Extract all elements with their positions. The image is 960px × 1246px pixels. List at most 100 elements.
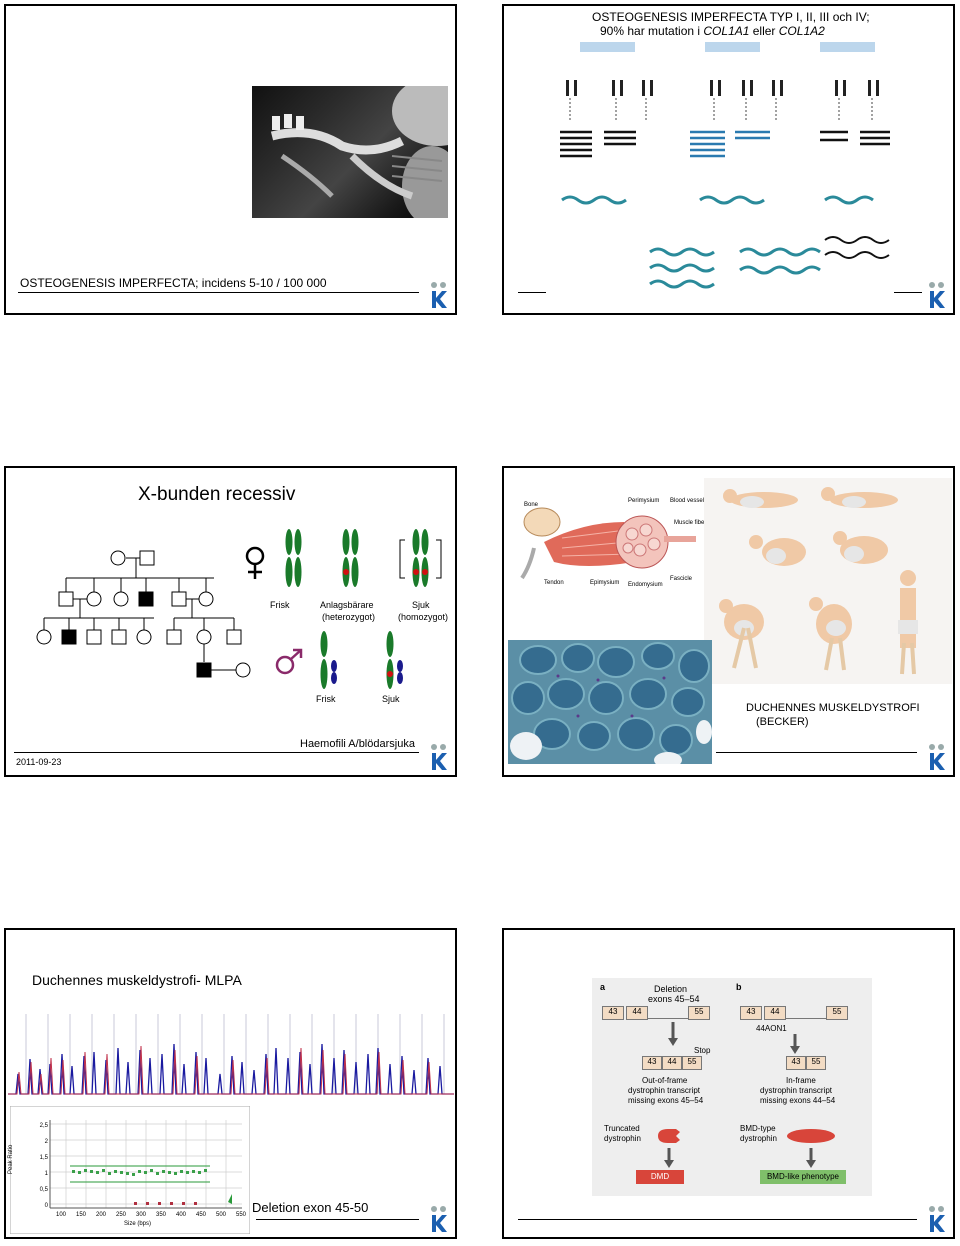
k-logo-icon — [431, 744, 447, 770]
exon-row-mid-a: 43 44 55 — [642, 1056, 702, 1070]
slide-2: OSTEOGENESIS IMPERFECTA TYP I, II, III o… — [502, 4, 955, 315]
label-epimysium: Epimysium — [590, 580, 620, 586]
footer-rule — [518, 1219, 917, 1220]
arrow-down-icon — [806, 1148, 816, 1168]
title-mid: eller — [749, 24, 779, 38]
k-logo-icon — [929, 744, 945, 770]
footer-rule-right — [894, 292, 922, 293]
mlpa-electropherogram — [8, 1014, 454, 1095]
footer-rule — [256, 1219, 419, 1220]
aon-label: 44AON1 — [756, 1024, 787, 1033]
transcript-desc-a-1: Out-of-frame — [642, 1076, 688, 1085]
k-logo-icon — [929, 1206, 945, 1232]
slide-1: OSTEOGENESIS IMPERFECTA; incidens 5-10 /… — [4, 4, 457, 315]
deletion-label-line1: Deletion — [654, 984, 688, 994]
exon-box: 55 — [826, 1006, 848, 1020]
transcript-desc-b-3: missing exons 44–54 — [760, 1096, 836, 1105]
exon-box: 55 — [682, 1056, 702, 1070]
protein-a-line1: Truncated — [604, 1124, 640, 1133]
exon-box: 55 — [806, 1056, 826, 1070]
arrow-down-icon — [664, 1148, 674, 1168]
k-logo-icon — [929, 282, 945, 308]
arrow-down-icon — [668, 1022, 678, 1046]
panel-b-letter: b — [736, 982, 742, 992]
x-tick: 350 — [156, 1212, 167, 1218]
exon-box: 44 — [764, 1006, 786, 1020]
exon-box: 43 — [740, 1006, 762, 1020]
exon-box: 43 — [786, 1056, 806, 1070]
exon-row-top-a: 43 44 55 — [602, 1006, 710, 1020]
slide-caption: Deletion exon 45-50 — [252, 1200, 369, 1215]
exon-box: 55 — [688, 1006, 710, 1020]
transcript-desc-b-2: dystrophin transcript — [760, 1086, 833, 1095]
exon-box: 43 — [602, 1006, 624, 1020]
truncated-protein-icon — [658, 1129, 680, 1143]
slide-title-line2: 90% har mutation i COL1A1 eller COL1A2 — [600, 24, 825, 38]
male-symbol-icon — [275, 648, 303, 675]
footer-rule — [14, 752, 419, 753]
label-male-healthy: Frisk — [316, 694, 336, 704]
exon-box: 43 — [642, 1056, 662, 1070]
x-tick: 550 — [236, 1212, 247, 1218]
exon-box: 44 — [662, 1056, 682, 1070]
collagen-mutation-diagram — [560, 42, 890, 289]
exon-box: 44 — [626, 1006, 648, 1020]
x-tick: 100 — [56, 1212, 67, 1218]
label-carrier-line1: Anlagsbärare — [320, 600, 374, 610]
x-axis-label: Size (bps) — [124, 1221, 152, 1227]
label-tendon: Tendon — [544, 580, 564, 586]
x-tick: 450 — [196, 1212, 207, 1218]
label-sick-line2: (homozygot) — [398, 612, 449, 622]
protein-b-line2: dystrophin — [740, 1134, 777, 1143]
xray-image — [252, 86, 448, 218]
slide-title: Duchennes muskeldystrofi- MLPA — [32, 972, 242, 988]
y-tick: 1 — [44, 1171, 48, 1177]
footer-rule — [518, 292, 546, 293]
label-female-healthy: Frisk — [270, 600, 290, 610]
slide-footer-title: OSTEOGENESIS IMPERFECTA; incidens 5-10 /… — [20, 276, 327, 290]
x-tick: 400 — [176, 1212, 187, 1218]
k-logo-icon — [431, 1206, 447, 1232]
label-fascicle: Fascicle — [670, 576, 693, 582]
intron-break — [648, 1006, 688, 1019]
deletion-label-line2: exons 45–54 — [648, 994, 700, 1004]
transcript-desc-a-3: missing exons 45–54 — [628, 1096, 704, 1105]
transcript-desc-a-2: dystrophin transcript — [628, 1086, 701, 1095]
label-endomysium: Endomysium — [628, 582, 663, 588]
pedigree-chart — [36, 550, 251, 678]
label-muscle-fiber: Muscle fiber — [674, 520, 707, 526]
y-tick: 2 — [44, 1139, 48, 1145]
peak-ratio-chart — [10, 1106, 250, 1234]
slide-date: 2011-09-23 — [16, 757, 62, 767]
title-prefix: 90% har mutation i — [600, 24, 704, 38]
arrow-down-icon — [790, 1034, 800, 1054]
y-tick-labels: 2,5 2 1,5 1 0,5 0 — [32, 1118, 48, 1214]
gowers-sign-illustration — [704, 478, 952, 684]
gene-col1a1: COL1A1 — [703, 24, 750, 38]
protein-b-line1: BMD-type — [740, 1124, 776, 1133]
footer-rule — [716, 752, 917, 753]
slide-3: X-bunden recessiv — [4, 466, 457, 777]
x-tick: 150 — [76, 1212, 87, 1218]
k-logo-icon — [431, 282, 447, 308]
slide-4: Bone Perimysium Blood vessel Muscle fibe… — [502, 466, 955, 777]
label-male-sick: Sjuk — [382, 694, 400, 704]
y-tick: 0 — [44, 1203, 48, 1209]
x-tick: 200 — [96, 1212, 107, 1218]
x-tick: 500 — [216, 1212, 227, 1218]
intron-break — [786, 1006, 826, 1019]
label-blood-vessel: Blood vessel — [670, 498, 705, 504]
transcript-desc-b-1: In-frame — [786, 1076, 816, 1085]
female-symbol-icon — [245, 546, 265, 579]
y-axis-label: Peak Ratio — [8, 1144, 14, 1174]
slide-6: a Deletion exons 45–54 43 44 55 Stop 43 … — [502, 928, 955, 1239]
slide-title-line1: DUCHENNES MUSKELDYSTROFI — [746, 702, 920, 714]
slide-title: X-bunden recessiv — [138, 484, 296, 505]
slide-title-line2: (BECKER) — [756, 716, 809, 728]
exon-row-mid-b: 43 55 — [786, 1056, 826, 1070]
y-tick: 2,5 — [39, 1123, 48, 1129]
male-chromosomes — [320, 631, 403, 689]
label-carrier-line2: (heterozygot) — [322, 612, 376, 622]
female-chromosomes — [285, 529, 442, 587]
